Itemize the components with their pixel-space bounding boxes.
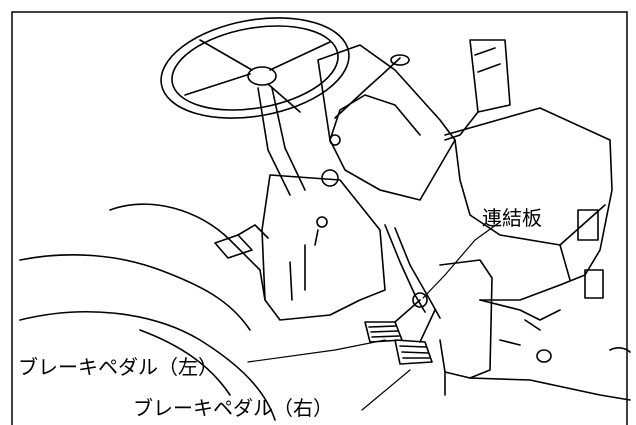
hood bbox=[444, 107, 613, 301]
label-brake-pedal-left: ブレーキペダル（左） bbox=[18, 355, 218, 379]
leader-coupling-plate bbox=[422, 221, 501, 299]
line-art bbox=[19, 17, 631, 421]
leader-brake-left bbox=[247, 339, 386, 363]
floor bbox=[109, 203, 266, 301]
label-brake-pedal-right: ブレーキペダル（右） bbox=[133, 396, 333, 420]
brake-pedal-right-shape bbox=[394, 309, 436, 365]
coupling-plate-pivot bbox=[412, 292, 428, 308]
clutch-pedal bbox=[214, 234, 253, 259]
figure-border bbox=[11, 11, 628, 425]
brake-pedal-left-shape bbox=[364, 299, 421, 343]
steering-wheel bbox=[160, 17, 350, 119]
gear-lever bbox=[334, 57, 401, 119]
mirror bbox=[469, 39, 511, 113]
dashboard bbox=[317, 44, 456, 201]
pedal-linkage bbox=[384, 224, 441, 319]
label-coupling-plate: 連結板 bbox=[482, 206, 542, 230]
steering-hub bbox=[247, 66, 277, 86]
control-panel bbox=[261, 174, 386, 321]
leader-brake-right bbox=[361, 369, 411, 411]
